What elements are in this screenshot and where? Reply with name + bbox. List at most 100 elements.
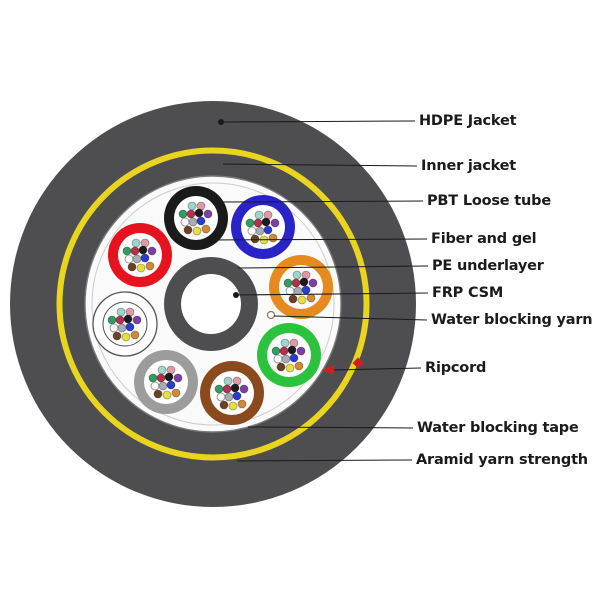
label-fiber-and-gel: Fiber and gel [431, 230, 537, 247]
fiber-blue-dot [140, 253, 150, 263]
fiber-slate-dot [255, 226, 265, 236]
fiber-green-dot [148, 373, 158, 383]
water-blocking-yarn-circle [266, 310, 276, 320]
fiber-aqua-dot [254, 210, 264, 220]
fiber-aqua-dot [280, 338, 290, 348]
label-aramid-yarn-strength: Aramid yarn strength [416, 451, 588, 468]
fiber-aqua-dot [187, 201, 197, 211]
fiber-green-dot [122, 246, 132, 256]
fiber-black-dot [230, 383, 240, 393]
fiber-red-dot [130, 246, 140, 256]
leader-line-hdpe-jacket [220, 120, 416, 123]
fiber-brown-dot [276, 362, 286, 372]
label-pbt-loose-tube: PBT Loose tube [427, 192, 551, 209]
fiber-violet-dot [308, 278, 318, 288]
leader-line-aramid-yarn-strength [236, 459, 413, 462]
fiber-green-dot [178, 209, 188, 219]
fiber-yellow-dot [136, 263, 146, 273]
fiber-blue-dot [301, 285, 311, 295]
fiber-brown-dot [250, 234, 260, 244]
fiber-aqua-dot [223, 376, 233, 386]
fiber-slate-dot [281, 354, 291, 364]
fiber-yellow-dot [228, 401, 238, 411]
fiber-violet-dot [296, 346, 306, 356]
fiber-aqua-dot [292, 270, 302, 280]
fiber-red-dot [186, 209, 196, 219]
fiber-violet-dot [132, 315, 142, 325]
leader-line-fiber-and-gel [209, 238, 428, 241]
fiber-brown-dot [219, 400, 229, 410]
fiber-slate-dot [188, 217, 198, 227]
fiber-slate-dot [293, 286, 303, 296]
fiber-white-dot [285, 286, 295, 296]
fiber-white-dot [124, 254, 134, 264]
fiber-yellow-dot [121, 332, 131, 342]
fiber-black-dot [164, 372, 174, 382]
fiber-black-dot [194, 208, 204, 218]
fiber-green-dot [271, 346, 281, 356]
fiber-brown-dot [112, 331, 122, 341]
fiber-aqua-dot [116, 307, 126, 317]
fiber-red-dot [156, 373, 166, 383]
leader-line-water-blocking-tape [247, 426, 414, 429]
fiber-green-dot [245, 218, 255, 228]
fiber-red-dot [291, 278, 301, 288]
fiber-white-dot [216, 392, 226, 402]
fiber-red-dot [115, 315, 125, 325]
fiber-violet-dot [173, 373, 183, 383]
fiber-aqua-dot [131, 238, 141, 248]
fiber-black-dot [287, 345, 297, 355]
label-inner-jacket: Inner jacket [421, 157, 517, 174]
fiber-orange-dot [130, 330, 140, 340]
frp-csm-core [181, 274, 241, 334]
fiber-black-dot [123, 314, 133, 324]
fiber-white-dot [150, 381, 160, 391]
fiber-orange-dot [171, 388, 181, 398]
fiber-orange-dot [201, 224, 211, 234]
fiber-green-dot [283, 278, 293, 288]
fiber-yellow-dot [297, 295, 307, 305]
fiber-blue-dot [196, 216, 206, 226]
water-blocking-tape-inner-line [91, 182, 335, 426]
label-water-blocking-tape: Water blocking tape [417, 419, 579, 436]
fiber-orange-dot [237, 399, 247, 409]
fiber-violet-dot [147, 246, 157, 256]
leader-line-ripcord [333, 367, 422, 371]
fiber-orange-dot [145, 261, 155, 271]
fiber-aqua-dot [157, 365, 167, 375]
fiber-slate-dot [117, 323, 127, 333]
leader-line-pbt-loose-tube [222, 200, 424, 203]
leader-line-pe-underlayer [237, 265, 429, 269]
fiber-yellow-dot [285, 363, 295, 373]
ripcord-diamond-icon [352, 357, 364, 369]
fiber-brown-dot [288, 294, 298, 304]
fiber-green-dot [107, 315, 117, 325]
label-frp-csm: FRP CSM [432, 284, 504, 301]
fiber-brown-dot [183, 225, 193, 235]
fiber-white-dot [109, 323, 119, 333]
fiber-orange-dot [268, 233, 278, 243]
fiber-blue-dot [232, 391, 242, 401]
fiber-violet-dot [270, 218, 280, 228]
ripcord-arrow-icon [322, 365, 334, 375]
aramid-yarn-ring [56, 147, 370, 461]
fiber-brown-dot [153, 389, 163, 399]
fiber-brown-dot [127, 262, 137, 272]
label-water-blocking-yarn: Water blocking yarn [431, 311, 593, 328]
label-pe-underlayer: PE underlayer [432, 257, 544, 274]
fiber-violet-dot [239, 384, 249, 394]
fiber-slate-dot [158, 381, 168, 391]
leader-dot-frp-csm [233, 292, 239, 298]
leader-line-frp-csm [235, 292, 429, 296]
fiber-orange-dot [294, 361, 304, 371]
fiber-orange-dot [306, 293, 316, 303]
fiber-white-dot [247, 226, 257, 236]
fiber-black-dot [138, 245, 148, 255]
fiber-white-dot [273, 354, 283, 364]
label-ripcord: Ripcord [425, 359, 487, 376]
fiber-blue-dot [263, 225, 273, 235]
fiber-white-dot [180, 217, 190, 227]
fiber-blue-dot [166, 380, 176, 390]
